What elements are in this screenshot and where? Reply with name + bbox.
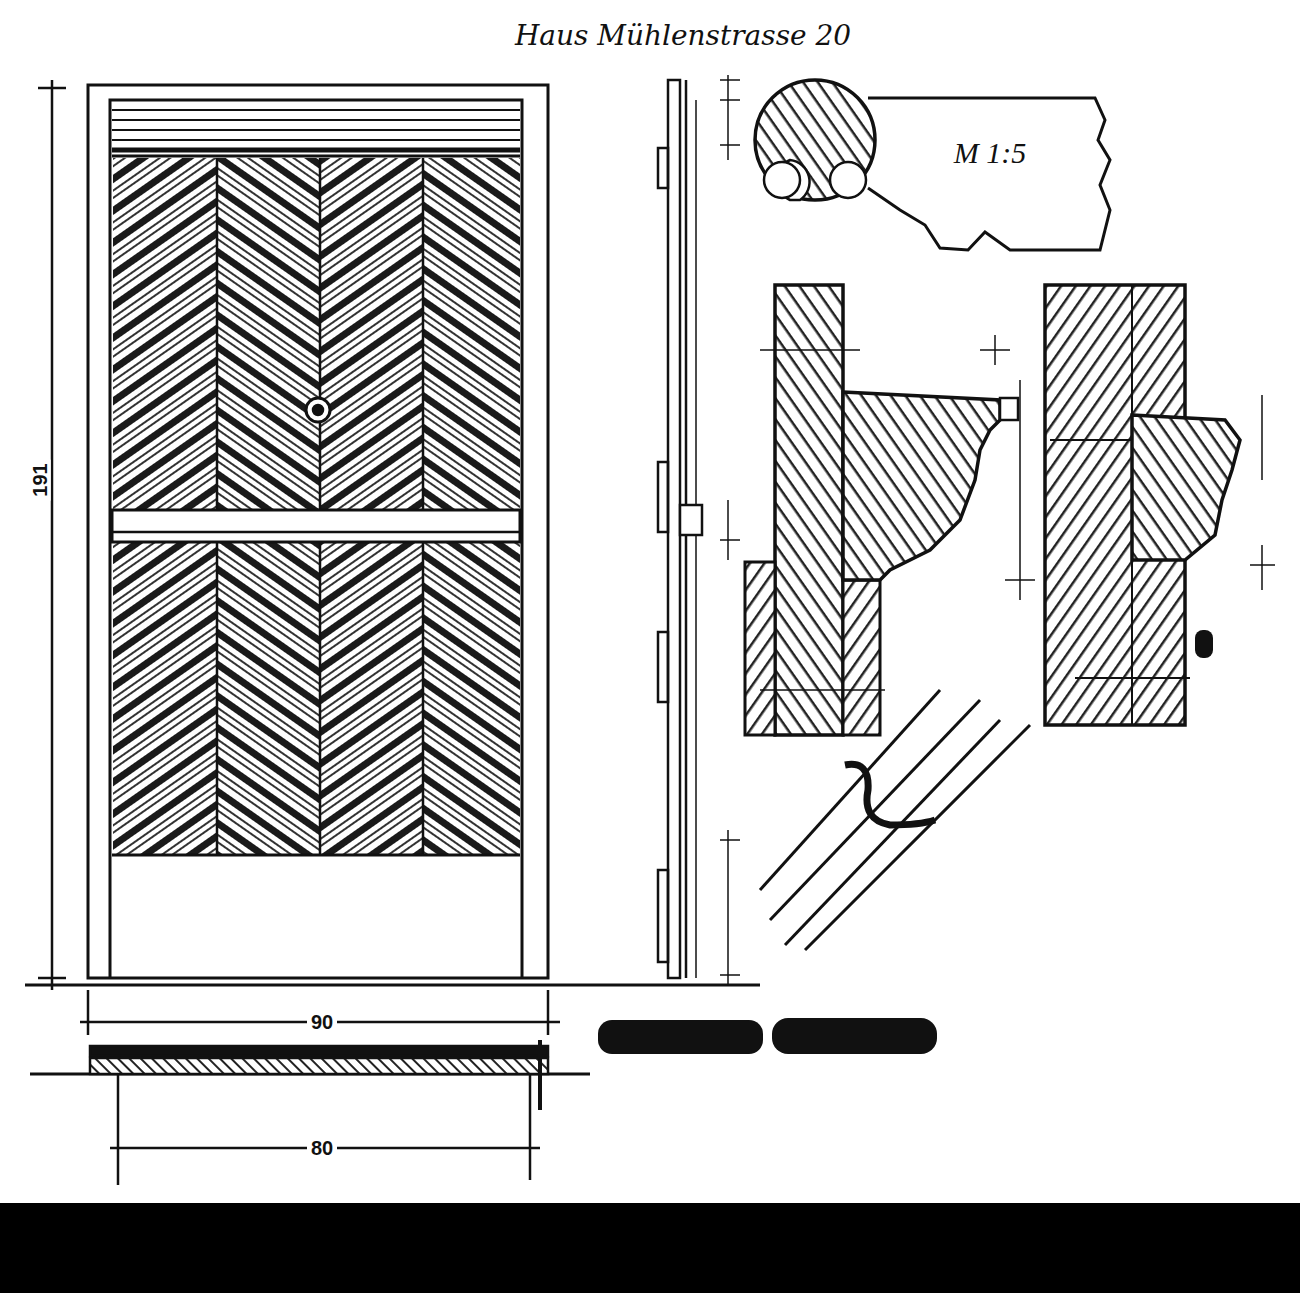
drawing-title: Haus Mühlenstrasse 20	[515, 21, 851, 52]
height-dimension: 191	[29, 459, 51, 500]
footer-band	[0, 1203, 1300, 1293]
width-dimension: 90	[307, 1011, 337, 1033]
opening-dimension: 80	[307, 1137, 337, 1159]
scale-note: M 1:5	[954, 136, 1026, 169]
